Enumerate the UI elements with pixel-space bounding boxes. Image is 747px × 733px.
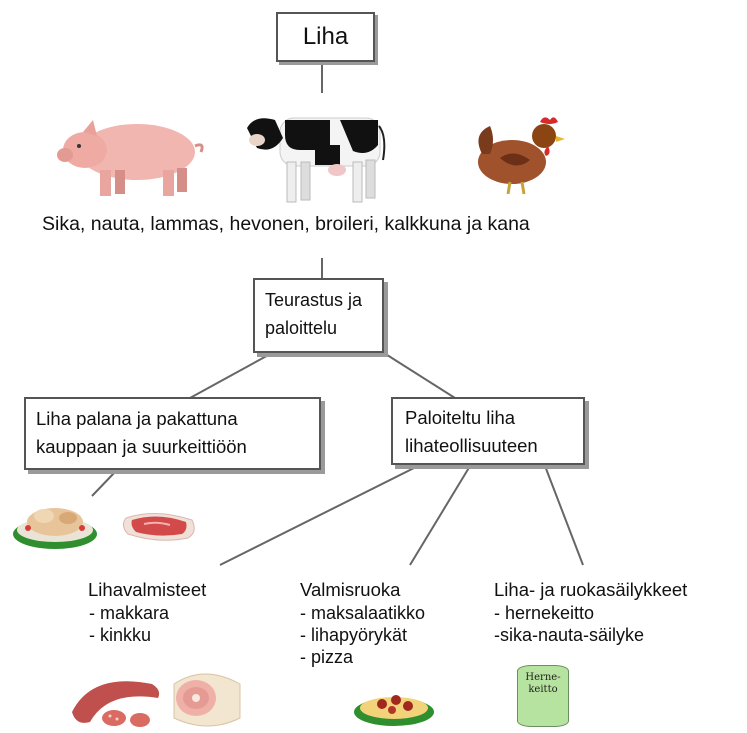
products-3-title: Liha- ja ruokasäilykkeet xyxy=(494,578,687,602)
can-label-line-1: Herne- xyxy=(518,672,568,684)
root-label: Liha xyxy=(278,14,373,60)
retail-box: Liha palana ja pakattuna kauppaan ja suu… xyxy=(24,397,321,470)
roast-plate-image xyxy=(10,498,100,553)
slaughter-box: Teurastus ja paloittelu xyxy=(253,278,384,353)
steak-image xyxy=(120,508,198,542)
products-2-item-3: - pizza xyxy=(300,646,425,668)
products-2-item-1: - maksalaatikko xyxy=(300,602,425,624)
sausage-image xyxy=(64,672,164,730)
line-slaughter-to-left xyxy=(190,353,272,398)
products-2-title: Valmisruoka xyxy=(300,578,425,602)
line-right-to-products2 xyxy=(410,466,470,565)
slaughter-label: Teurastus ja paloittelu xyxy=(265,286,372,342)
industry-label: Paloiteltu liha lihateollisuuteen xyxy=(405,404,571,460)
products-1-item-2: - kinkku xyxy=(88,624,206,646)
retail-label: Liha palana ja pakattuna kauppaan ja suu… xyxy=(36,405,309,461)
line-slaughter-to-right xyxy=(384,353,455,398)
industry-box: Paloiteltu liha lihateollisuuteen xyxy=(391,397,585,465)
products-1-item-1: - makkara xyxy=(88,602,206,624)
products-1-title: Lihavalmisteet xyxy=(88,578,206,602)
line-right-to-products1 xyxy=(220,466,418,565)
spaghetti-image xyxy=(352,682,436,728)
ham-image xyxy=(168,664,246,730)
products-column-3: Liha- ja ruokasäilykkeet - hernekeitto -… xyxy=(494,578,687,646)
products-column-1: Lihavalmisteet - makkara - kinkku xyxy=(88,578,206,646)
animals-caption: Sika, nauta, lammas, hevonen, broileri, … xyxy=(42,213,530,236)
hen-image xyxy=(470,112,565,197)
can-label-line-2: keitto xyxy=(518,684,568,696)
products-3-item-1: - hernekeitto xyxy=(494,602,687,624)
line-left-to-plate xyxy=(92,472,115,496)
pig-image xyxy=(55,108,210,200)
soup-can-image: Herne- keitto xyxy=(517,665,569,727)
products-column-2: Valmisruoka - maksalaatikko - lihapyöryk… xyxy=(300,578,425,668)
line-right-to-products3 xyxy=(545,466,583,565)
cow-image xyxy=(245,100,390,210)
products-3-item-2: -sika-nauta-säilyke xyxy=(494,624,687,646)
root-box: Liha xyxy=(276,12,375,62)
products-2-item-2: - lihapyörykät xyxy=(300,624,425,646)
